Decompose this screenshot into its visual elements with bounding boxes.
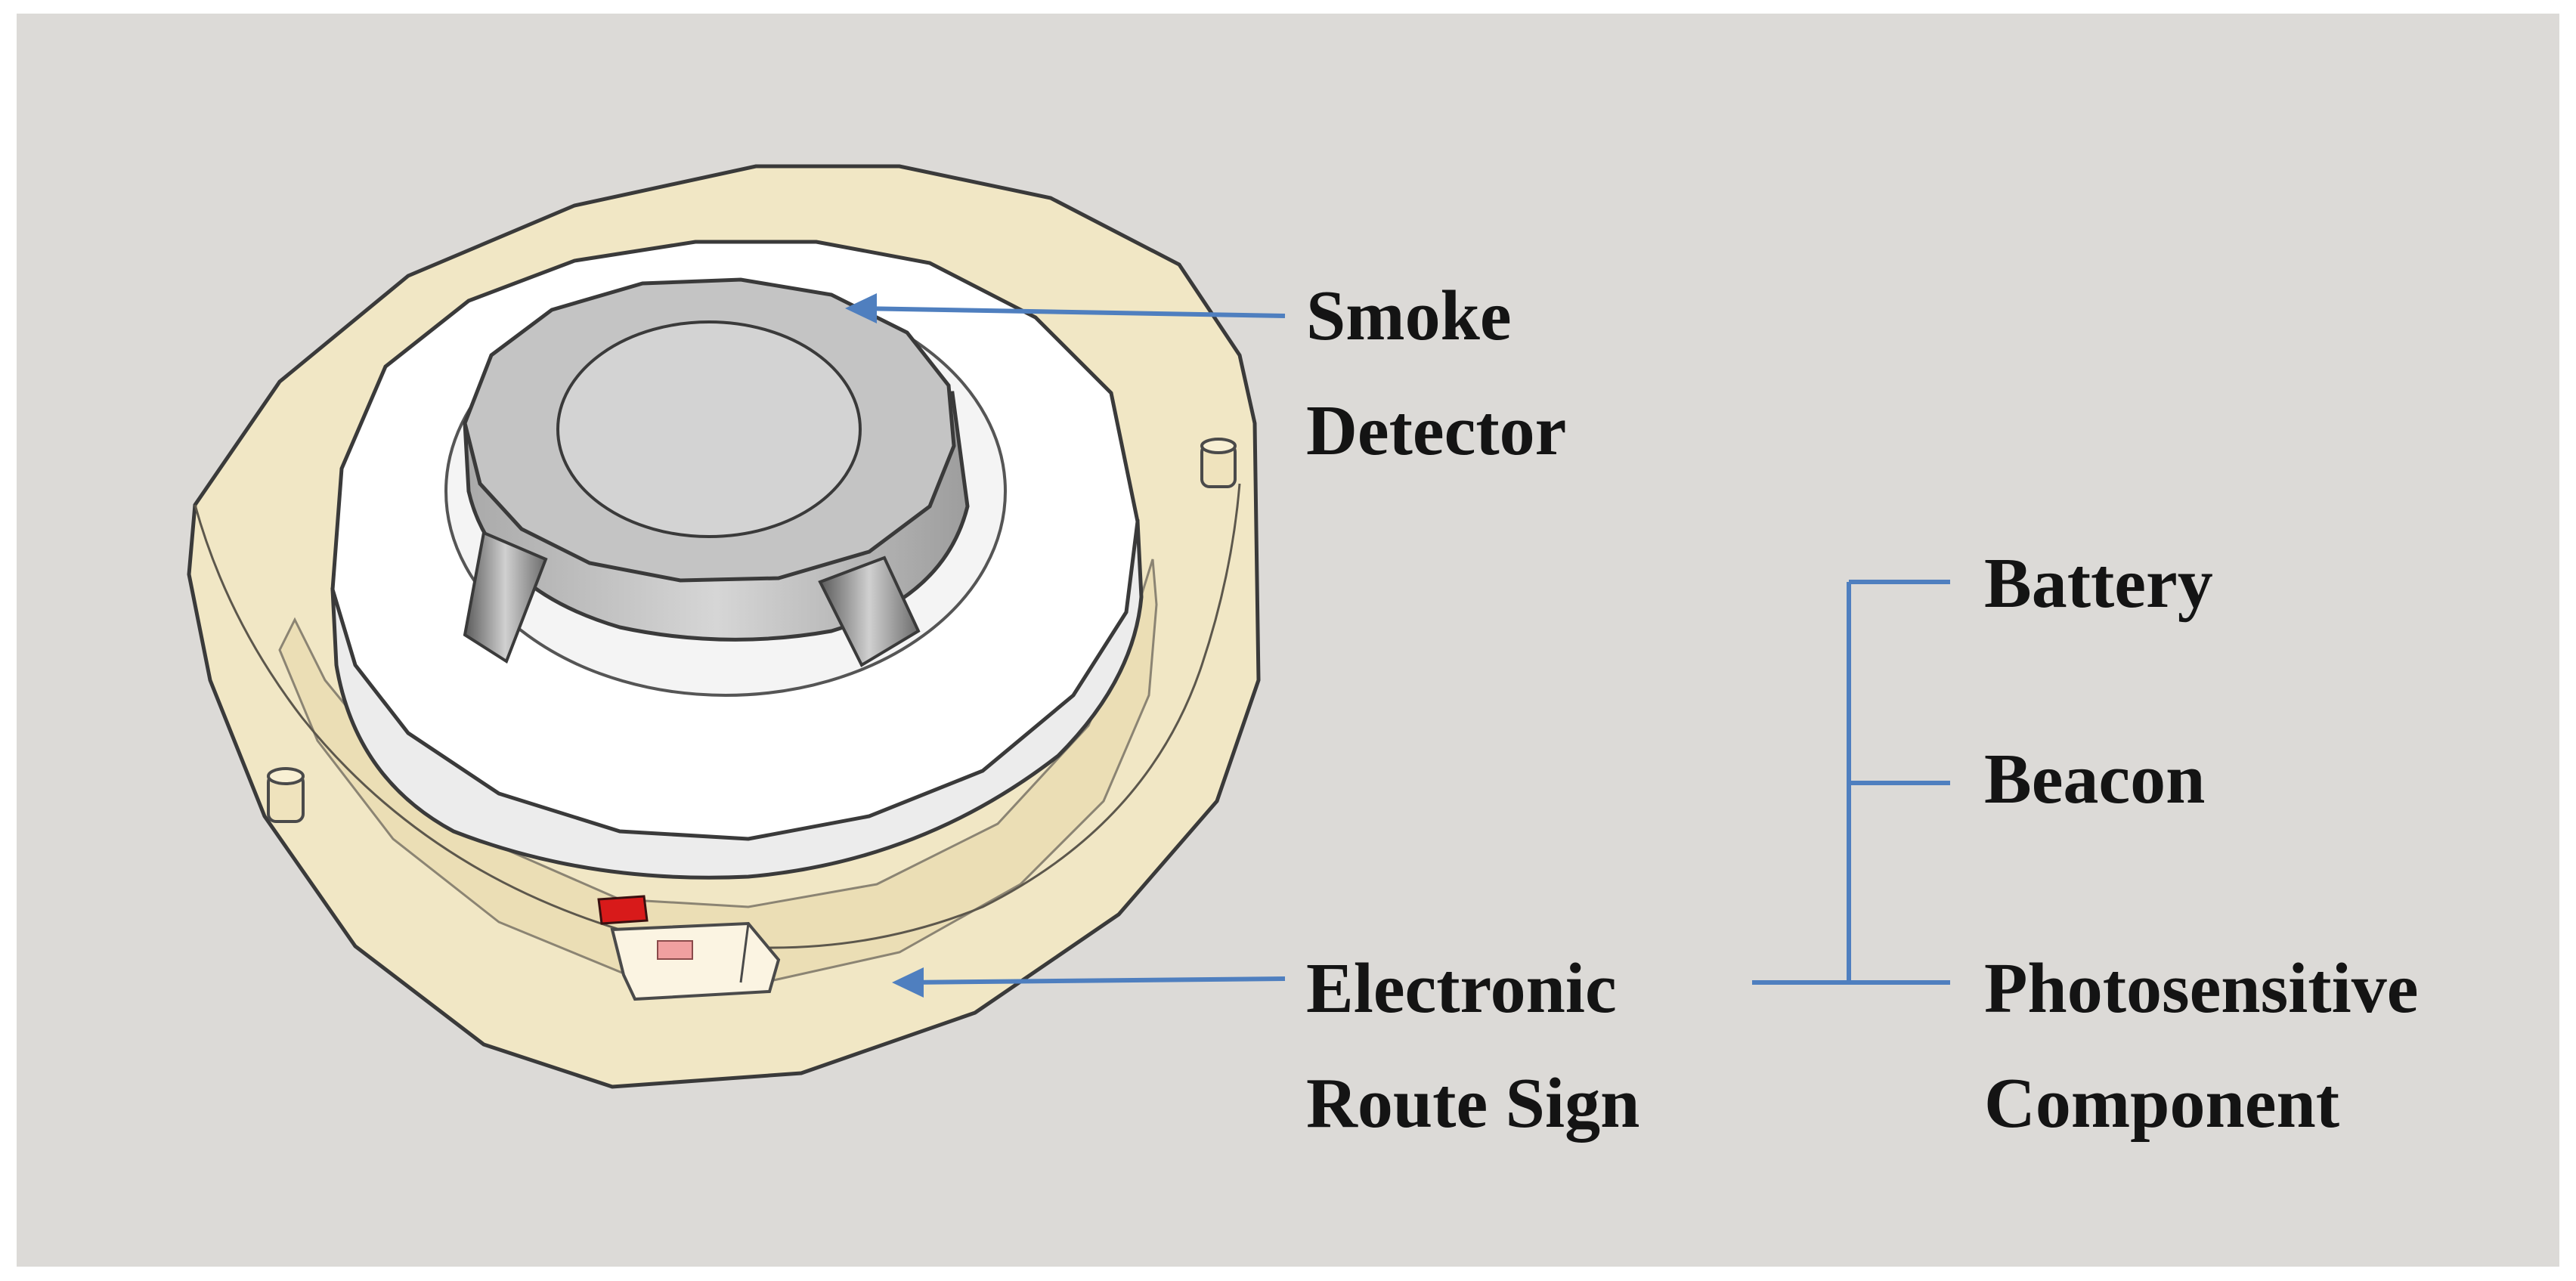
sensor-clip-left — [463, 531, 548, 664]
photosensitive-label-line2: Component — [1984, 1064, 2340, 1143]
smoke-detector-label-line1: Smoke — [1306, 277, 1512, 355]
beacon-label: Beacon — [1984, 722, 2205, 837]
beacon-label-text: Beacon — [1984, 740, 2206, 818]
battery-label-text: Battery — [1984, 544, 2213, 623]
indicator-led — [597, 895, 649, 925]
battery-label: Battery — [1984, 526, 2213, 641]
route-sign-label-line2: Route Sign — [1306, 1064, 1640, 1143]
route-sign-window — [657, 940, 693, 960]
route-sign-box — [610, 921, 781, 1001]
photosensitive-component-label: Photosensitive Component — [1984, 931, 2418, 1161]
route-sign-leader — [906, 976, 1286, 985]
mounting-post-left — [267, 767, 305, 823]
electronic-route-sign-label: Electronic Route Sign — [1306, 931, 1639, 1161]
photosensitive-label-line1: Photosensitive — [1984, 949, 2419, 1028]
sensor-cap-center — [556, 320, 862, 538]
mounting-post-right — [1200, 438, 1237, 488]
route-sign-arrowhead — [892, 967, 924, 998]
route-sign-module — [597, 895, 781, 1001]
sensor-clip-right — [818, 555, 921, 667]
smoke-detector-arrowhead — [845, 293, 877, 323]
smoke-detector-leader — [857, 306, 1286, 318]
smoke-detector-label: Smoke Detector — [1306, 258, 1566, 488]
sensor-cap — [463, 277, 970, 667]
base-ring-ledge — [194, 483, 1241, 949]
smoke-detector-label-line2: Detector — [1306, 391, 1567, 470]
connector-lines — [845, 293, 1950, 998]
route-sign-label-line1: Electronic — [1306, 949, 1617, 1028]
